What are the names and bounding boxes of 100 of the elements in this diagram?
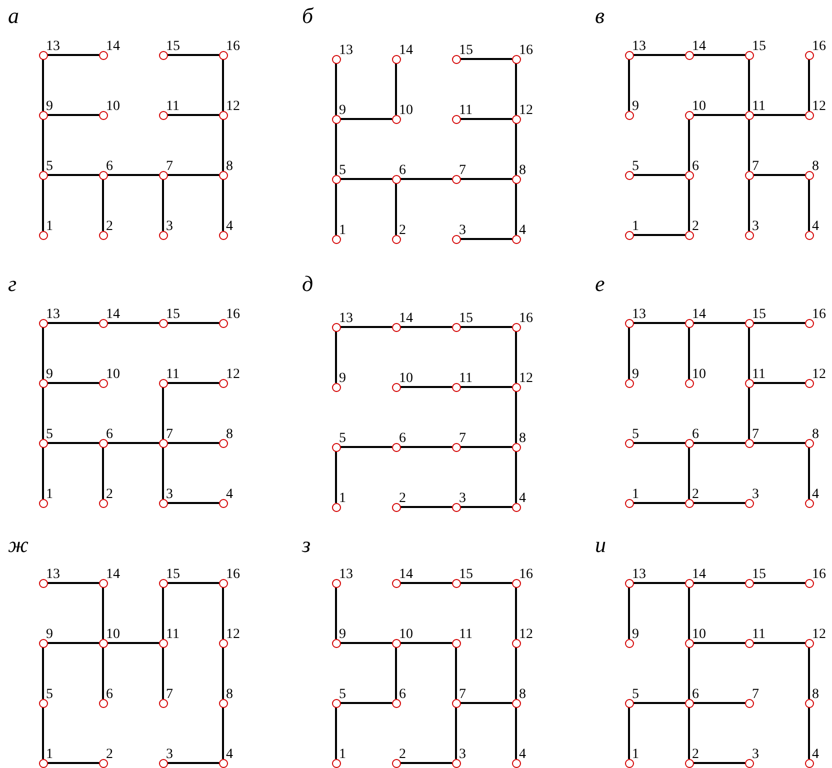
edge-line <box>753 174 805 176</box>
vertex-number: 16 <box>812 568 826 582</box>
vertex-number: 1 <box>632 220 639 234</box>
edge-line <box>102 647 104 699</box>
edge-line <box>748 387 750 439</box>
vertex-number: 12 <box>812 628 826 642</box>
vertex-number: 11 <box>166 368 180 382</box>
vertex-number: 7 <box>459 688 466 702</box>
vertex-number: 10 <box>399 104 413 118</box>
vertex-number: 9 <box>632 368 639 382</box>
edge-line <box>515 707 517 759</box>
edge-line <box>455 707 457 759</box>
edge-line <box>47 54 99 56</box>
vertex-number: 2 <box>692 748 699 762</box>
vertex-number: 3 <box>166 748 173 762</box>
vertex-number: 6 <box>106 160 113 174</box>
vertex-number: 11 <box>752 628 766 642</box>
vertex-number: 13 <box>46 568 60 582</box>
edge-line <box>167 582 219 584</box>
edge-line <box>808 647 810 699</box>
edge-line <box>633 702 685 704</box>
edge-line <box>515 647 517 699</box>
edge-line <box>688 647 690 699</box>
vertex-number: 5 <box>339 688 346 702</box>
edge-line <box>753 442 805 444</box>
edge-line <box>748 119 750 171</box>
vertex-number: 9 <box>46 100 53 114</box>
edge-line <box>688 179 690 231</box>
vertex-number: 1 <box>632 748 639 762</box>
vertex-number: 8 <box>519 688 526 702</box>
vertex-number: 2 <box>106 220 113 234</box>
vertex-number: 4 <box>519 748 526 762</box>
edge-line <box>748 179 750 231</box>
edge-line <box>515 331 517 383</box>
vertex-number: 12 <box>519 372 533 386</box>
edge-line <box>400 506 452 508</box>
edge-line <box>47 642 99 644</box>
vertex-number: 3 <box>752 220 759 234</box>
edge-line <box>460 702 512 704</box>
vertex-number: 8 <box>812 160 819 174</box>
vertex-number: 10 <box>106 368 120 382</box>
edge-line <box>395 647 397 699</box>
vertex-number: 10 <box>106 628 120 642</box>
vertex-number: 16 <box>519 312 533 326</box>
vertex-number: 11 <box>459 104 472 118</box>
edge-line <box>107 322 159 324</box>
edge-line <box>628 707 630 759</box>
vertex-number: 3 <box>166 220 173 234</box>
edge-line <box>162 447 164 499</box>
vertex-number: 4 <box>812 488 819 502</box>
edge-line <box>753 582 805 584</box>
edge-line <box>222 119 224 171</box>
panel-letter: а <box>8 4 19 28</box>
vertex-number: 11 <box>752 100 766 114</box>
edge-line <box>633 174 685 176</box>
edge-line <box>455 647 457 699</box>
edge-line <box>753 322 805 324</box>
edge-line <box>693 502 745 504</box>
vertex-number: 1 <box>632 488 639 502</box>
edge-line <box>460 446 512 448</box>
vertex-number: 10 <box>399 628 413 642</box>
vertex-number: 7 <box>752 688 759 702</box>
edge-line <box>515 391 517 443</box>
vertex-number: 9 <box>339 628 346 642</box>
edge-line <box>633 442 685 444</box>
edge-line <box>400 446 452 448</box>
edge-line <box>753 382 805 384</box>
edge-line <box>167 114 219 116</box>
edge-line <box>628 327 630 379</box>
edge-line <box>47 442 99 444</box>
edge-line <box>340 702 392 704</box>
vertex-number: 4 <box>519 492 526 506</box>
vertex-number: 2 <box>399 224 406 238</box>
edge-line <box>748 327 750 379</box>
vertex-number: 16 <box>519 568 533 582</box>
vertex-number: 3 <box>459 224 466 238</box>
vertex-number: 3 <box>752 748 759 762</box>
edge-line <box>633 322 685 324</box>
vertex-number: 4 <box>226 220 233 234</box>
vertex-number: 16 <box>812 40 826 54</box>
edge-line <box>47 382 99 384</box>
vertex-number: 1 <box>339 224 346 238</box>
vertex-number: 6 <box>106 428 113 442</box>
vertex-number: 1 <box>339 492 346 506</box>
edge-line <box>753 114 805 116</box>
vertex-number: 2 <box>106 748 113 762</box>
edge-line <box>688 707 690 759</box>
vertex-number: 12 <box>519 104 533 118</box>
vertex-number: 16 <box>519 44 533 58</box>
edge-line <box>693 322 745 324</box>
vertex-number: 13 <box>46 308 60 322</box>
vertex-number: 9 <box>339 104 346 118</box>
edge-line <box>515 451 517 503</box>
vertex-number: 15 <box>752 308 766 322</box>
vertex-number: 16 <box>226 308 240 322</box>
vertex-number: 9 <box>632 100 639 114</box>
vertex-number: 12 <box>812 100 826 114</box>
edge-line <box>628 59 630 111</box>
vertex-number: 5 <box>632 688 639 702</box>
vertex-number: 7 <box>459 164 466 178</box>
